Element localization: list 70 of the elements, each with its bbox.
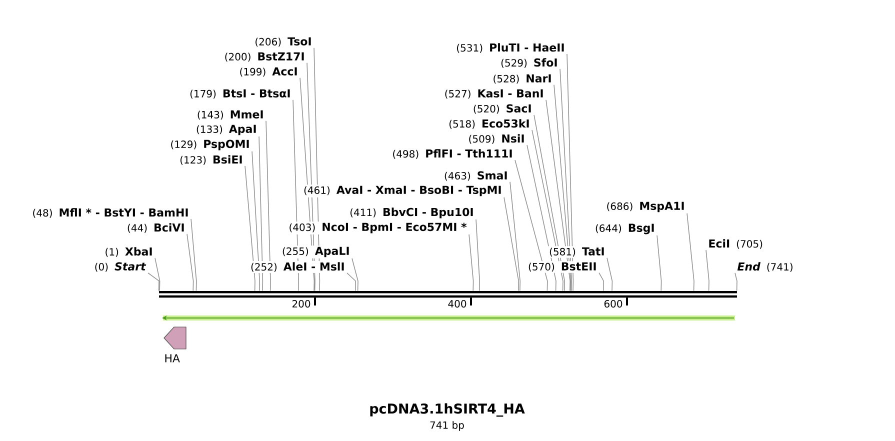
site-label: (48) MflI * - BstYI - BamHI (33, 208, 188, 218)
site-label: (518) Eco53kI (449, 119, 529, 129)
site-label: End (741) (737, 262, 792, 272)
site-label: (581) TatI (550, 247, 604, 257)
leader-line (734, 272, 738, 292)
site-label: (528) NarI (494, 74, 551, 84)
site-label: (498) PflFI - Tth111I (393, 149, 512, 159)
leader-line (258, 136, 264, 292)
site-label: (531) PluTI - HaeII (457, 43, 564, 53)
leader-line (514, 160, 548, 292)
leader-line (476, 219, 480, 292)
site-label: (206) TsoI (256, 37, 311, 47)
leader-line (468, 234, 474, 292)
site-label: (411) BbvCI - Bpu10I (350, 208, 473, 218)
leader-line (504, 196, 519, 292)
site-label: (44) BciVI (128, 223, 184, 233)
leader-line (300, 77, 315, 292)
leader-line (686, 212, 694, 292)
leader-line (190, 218, 197, 292)
site-label: (520) SacI (474, 104, 531, 114)
leader-line (252, 151, 260, 292)
caption: 741 bp (430, 421, 464, 431)
leader-line (186, 234, 194, 292)
site-label: (129) PspOMI (171, 140, 249, 150)
title: pcDNA3.1hSIRT4_HA (370, 403, 525, 417)
site-label: (133) ApaI (196, 124, 256, 136)
site-label: (529) SfoI (501, 58, 557, 68)
site-label: (255) ApaLI (282, 246, 349, 258)
site-label: (199) AccI (240, 67, 297, 77)
site-label: (527) KasI - BanI (445, 89, 543, 99)
leader-line (266, 120, 271, 292)
leader-line (154, 258, 160, 292)
site-label: (200) BstZ17I (225, 52, 304, 62)
site-label: (463) SmaI (444, 171, 507, 181)
site-label: (403) NcoI - BpmI - Eco57MI * (290, 222, 467, 234)
leader-line (510, 182, 520, 292)
tick-label: 600 (604, 300, 622, 308)
leader-line (706, 250, 710, 292)
leader-line (554, 84, 572, 292)
leader-line (546, 99, 570, 292)
sequence-bar (159, 290, 737, 298)
leader-line (598, 272, 604, 292)
leader-line (606, 257, 613, 292)
site-label: (461) AvaI - XmaI - BsoBI - TspMI (304, 186, 501, 196)
leader-line (534, 114, 565, 292)
site-label: (252) AleI - MslI (251, 262, 344, 272)
leader-line (560, 68, 572, 292)
leader-line (532, 130, 564, 292)
leader-line (306, 62, 316, 292)
leader-line (292, 99, 299, 292)
site-label: (0) Start (95, 262, 146, 272)
leader-line (526, 144, 556, 292)
site-label: (644) BsgI (596, 224, 654, 234)
site-label: (570) BstEII (528, 262, 596, 272)
site-label: EciI (705) (709, 239, 762, 249)
leader-line (244, 166, 256, 292)
leader-line (346, 272, 356, 292)
tick-label: 200 (292, 300, 310, 308)
leader-line (656, 235, 662, 292)
site-label: (123) BsiEI (180, 155, 242, 165)
leader-line (352, 258, 358, 292)
site-label: (686) MspA1I (607, 202, 684, 212)
leader-line (148, 272, 160, 292)
site-label: (1) XbaI (106, 247, 152, 257)
leader-line (314, 48, 320, 292)
feature-label: HA (165, 354, 180, 362)
site-label: (143) MmeI (198, 110, 263, 120)
leader-line (566, 54, 574, 292)
site-label: (509) NsiI (469, 134, 524, 144)
site-label: (179) BtsI - BtsαI (190, 89, 290, 99)
